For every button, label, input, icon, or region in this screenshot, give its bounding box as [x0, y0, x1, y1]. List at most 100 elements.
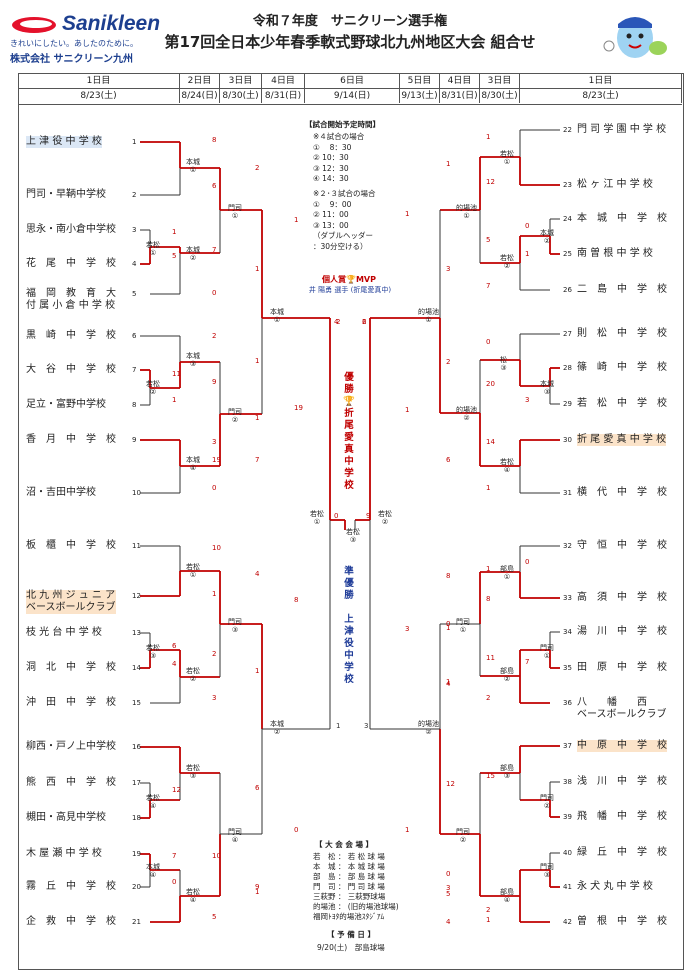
final-venue: 若松 ③ — [346, 528, 360, 544]
left-team-number-14: 14 — [132, 664, 141, 672]
right-team-24: 本 城 中 学 校 — [577, 213, 667, 224]
header-date-1: 8/24(日) — [180, 89, 220, 103]
score-left-27: 7 — [255, 456, 260, 464]
right-team-number-29: 29 — [563, 400, 572, 408]
company-name: 株式会社 サニクリーン九州 — [10, 54, 133, 65]
right-team-number-31: 31 — [563, 489, 572, 497]
semi-score-left: 0 — [334, 512, 339, 520]
logo-wordmark: Sanikleen — [62, 12, 161, 35]
header-row-divider-2 — [18, 104, 682, 105]
schedule-line-7: ② 11：00 — [313, 210, 349, 220]
right-team-23: 松 ヶ 江 中 学 校 — [577, 179, 653, 190]
left-team-number-13: 13 — [132, 629, 141, 637]
score-right-33: 1 — [405, 406, 410, 414]
left-team-3: 思永・南小倉中学校 — [26, 224, 116, 235]
venue-left-9: 若松 ③ — [186, 764, 200, 780]
venue-right-6: 部島 ① — [500, 565, 514, 581]
left-team-11: 板 櫃 中 学 校 — [26, 540, 116, 551]
left-team-number-8: 8 — [132, 401, 137, 409]
semi-score-right: 9 — [366, 512, 371, 520]
left-team-8: 足立・富野中学校 — [26, 399, 106, 410]
venue-right-15: 門司 ① — [456, 618, 470, 634]
score-left-5: 0 — [212, 289, 217, 297]
mascot-icon — [603, 17, 667, 58]
left-team-number-9: 9 — [132, 436, 137, 444]
venue-right-17: 的場池 ① — [418, 308, 439, 324]
venue-left-6: 若松 ① — [186, 563, 200, 579]
venue-line-0: 若 松 ： 若 松 球 場 — [313, 852, 385, 861]
schedule-line-1: ① 8：30 — [313, 142, 352, 152]
score-right-19: 1 — [446, 624, 451, 632]
score-right-14: 8 — [486, 595, 491, 603]
score-left-20: 7 — [172, 852, 177, 860]
score-left-15: 6 — [172, 642, 177, 650]
schedule-line-5: ※２･３試合の場合 — [313, 189, 376, 198]
header-day-2: 3日目 — [220, 74, 262, 88]
right-team-number-38: 38 — [563, 778, 572, 786]
title-line-2: 第17回全日本少年春季軟式野球北九州地区大会 組合せ — [164, 33, 536, 51]
score-left-3: 5 — [172, 252, 177, 260]
score-left-4: 7 — [212, 246, 217, 254]
venue-line-6: 福岡ﾄﾖﾀ的場池ｽﾀｼﾞｱﾑ — [313, 912, 385, 921]
left-team-number-5: 5 — [132, 290, 137, 298]
score-left-8: 1 — [172, 396, 177, 404]
score-right-37: 4 — [446, 918, 451, 926]
venue-left-18: 本城 ② — [270, 720, 284, 736]
header-day-0: 1日目 — [18, 74, 180, 88]
left-team-number-7: 7 — [132, 366, 137, 374]
venue-left-0: 本城 ① — [186, 158, 200, 174]
right-team-35: 田 原 中 学 校 — [577, 662, 667, 673]
venue-left-11: 本城 ④ — [146, 863, 160, 879]
left-team-number-1: 1 — [132, 138, 137, 146]
left-team-number-16: 16 — [132, 743, 141, 751]
right-team-number-22: 22 — [563, 126, 572, 134]
left-team-6: 黒 崎 中 学 校 — [26, 330, 116, 341]
right-team-36: 八 幡 西 ベースボールクラブ — [577, 697, 667, 720]
score-right-32: 1 — [405, 210, 410, 218]
score-right-1: 12 — [486, 178, 495, 186]
left-team-5: 福 岡 教 育 大 付 属 小 倉 中 学 校 — [26, 288, 116, 311]
final-score-right: 6 — [362, 318, 367, 326]
right-team-22: 門 司 学 園 中 学 校 — [577, 124, 667, 135]
venue-line-4: 三萩野 ： 三萩野球場 — [313, 892, 386, 901]
header-day-8: 1日目 — [520, 74, 682, 88]
left-team-4: 花 尾 中 学 校 — [26, 258, 116, 269]
header-date-2: 8/30(土) — [220, 89, 262, 103]
header-date-4: 9/14(日) — [305, 89, 400, 103]
header-date-0: 8/23(土) — [18, 89, 180, 103]
score-right-3: 1 — [525, 250, 530, 258]
schedule-title: 【試合開始予定時間】 — [305, 120, 380, 129]
right-team-number-30: 30 — [563, 436, 572, 444]
venue-left-13: 門司 ① — [228, 204, 242, 220]
venue-right-10: 門司 ② — [540, 794, 554, 810]
score-right-38: 1 — [486, 916, 491, 924]
venue-left-12: 若松 ④ — [186, 888, 200, 904]
score-right-9: 14 — [486, 438, 495, 446]
left-team-13: 枝 光 台 中 学 校 — [26, 627, 102, 638]
header-day-6: 4日目 — [440, 74, 480, 88]
score-left-10: 3 — [212, 438, 217, 446]
reserve-day: 9/20(土) 部島球場 — [317, 943, 385, 952]
venue-right-0: 若松 ① — [500, 150, 514, 166]
venue-right-4: 本城 ③ — [540, 380, 554, 396]
score-right-31: 3 — [446, 884, 451, 892]
score-left-13: 10 — [212, 544, 221, 552]
score-right-8: 3 — [525, 396, 530, 404]
score-left-19: 12 — [172, 786, 181, 794]
venue-left-16: 門司 ④ — [228, 828, 242, 844]
score-right-26: 2 — [446, 358, 451, 366]
venue-left-7: 若松 ③ — [146, 644, 160, 660]
title-line-1: 令和７年度 サニクリーン選手権 — [252, 14, 448, 29]
score-right-16: 2 — [486, 694, 491, 702]
right-team-25: 南 曽 根 中 学 校 — [577, 248, 653, 259]
venue-left-14: 門司 ② — [228, 408, 242, 424]
left-team-14: 洞 北 中 学 校 — [26, 662, 116, 673]
right-team-number-33: 33 — [563, 594, 572, 602]
venue-left-17: 本城 ① — [270, 308, 284, 324]
left-team-number-12: 12 — [132, 592, 141, 600]
left-team-number-21: 21 — [132, 918, 141, 926]
score-left-29: 1 — [255, 667, 260, 675]
score-right-25: 3 — [446, 265, 451, 273]
left-team-number-2: 2 — [132, 191, 137, 199]
